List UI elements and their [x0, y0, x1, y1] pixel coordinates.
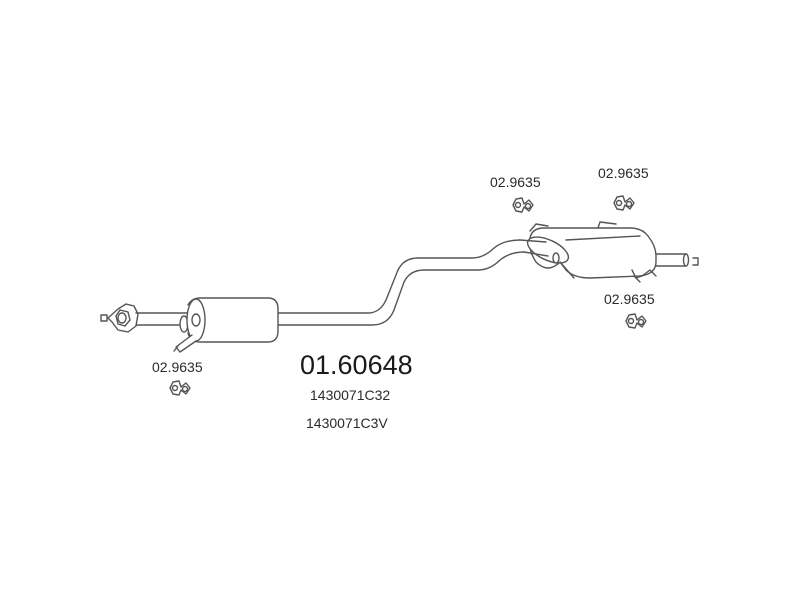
- front-silencer: [173, 297, 279, 353]
- tail-pipe: [655, 253, 699, 267]
- front-flange: [100, 303, 139, 333]
- oem-number: 1430071C3V: [306, 415, 388, 431]
- hanger-label: 02.9635: [604, 291, 655, 307]
- hanger-label: 02.9635: [490, 174, 541, 190]
- hanger-icon: [512, 197, 534, 213]
- hanger-icon: [625, 313, 647, 329]
- hanger-icon: [613, 195, 635, 211]
- oem-number: 1430071C32: [310, 387, 391, 403]
- hanger-label: 02.9635: [152, 359, 203, 375]
- hanger-label: 02.9635: [598, 165, 649, 181]
- inlet-pipe: [135, 312, 191, 333]
- connecting-pipe: [277, 239, 525, 326]
- hanger-icon: [169, 380, 191, 396]
- rear-silencer: [519, 221, 657, 283]
- main-part-number: 01.60648: [300, 350, 413, 380]
